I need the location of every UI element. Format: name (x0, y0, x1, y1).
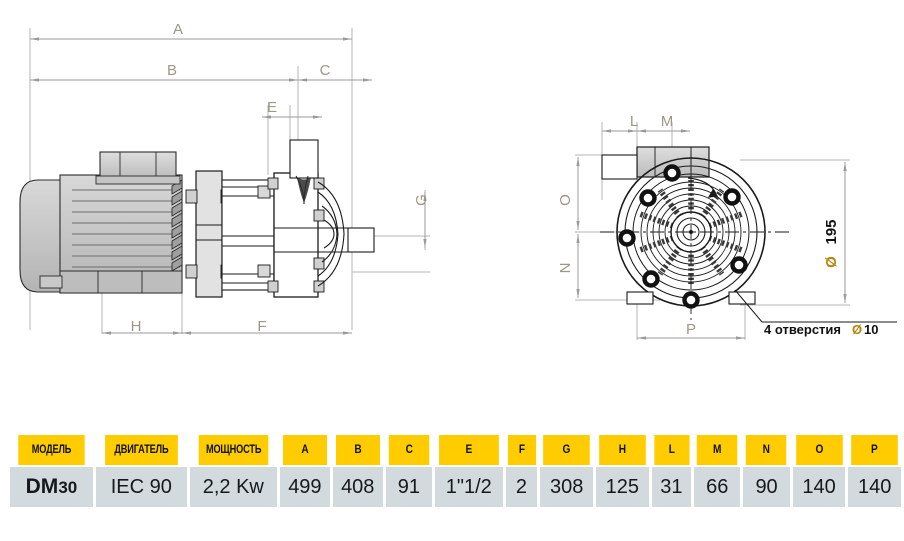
hole-diameter-symbol-icon: Ø (852, 322, 862, 337)
dimension-G: F (182, 318, 352, 335)
diameter-symbol-icon: Ø (823, 256, 840, 268)
dim-label-E: E (267, 99, 277, 116)
rod-nuts (257, 185, 271, 278)
impeller-vanes (639, 180, 743, 284)
cell-dim-c: 91 (385, 467, 432, 507)
bolt-holes (618, 164, 748, 309)
header-dim-a: A (282, 435, 327, 465)
cell-dim-m: 66 (694, 467, 741, 507)
drawing-canvas: A B C E G H F (19, 21, 897, 340)
cell-dim-h: 125 (595, 467, 649, 507)
dim-label-M: M (661, 113, 674, 130)
cell-model-suffix: 30 (58, 478, 78, 497)
pump-head (267, 139, 325, 298)
cell-motor: IEC 90 (95, 467, 187, 507)
cell-model: DM30 (10, 467, 93, 507)
dimension-F: G (413, 192, 430, 248)
motor-body (19, 151, 183, 294)
header-dim-f: F (507, 435, 536, 465)
header-dim-b: B (335, 435, 380, 465)
header-dim-h: H (599, 435, 646, 465)
dim-label-L: L (630, 113, 638, 130)
stage-barrel (221, 179, 275, 291)
rotation-arrow-icon (687, 177, 719, 198)
head-bolts (267, 177, 325, 293)
cell-power: 2,2 Kw (189, 467, 277, 507)
front-view-group: L M O N P 195 Ø (557, 113, 897, 340)
hole-diameter-value: 10 (864, 322, 878, 337)
dimension-P: P (637, 321, 745, 340)
dim-label-A: A (173, 21, 183, 38)
terminal-box (99, 151, 177, 179)
front-side-port (601, 154, 638, 180)
cell-dim-p: 140 (848, 467, 901, 507)
header-dim-n: N (746, 435, 787, 465)
dimension-B: B (30, 62, 298, 82)
front-terminal-box (601, 146, 710, 180)
hole-note-label: 4 отверстия (764, 322, 841, 337)
header-power: МОЩНОСТЬ (198, 435, 269, 465)
cell-dim-n: 90 (743, 467, 790, 507)
cell-dim-a: 499 (279, 467, 330, 507)
dimension-C: C (298, 62, 372, 82)
dim-label-H: H (131, 318, 142, 335)
suction-cap (317, 181, 375, 287)
header-dim-e: E (439, 435, 499, 465)
header-dim-l: L (653, 435, 689, 465)
cell-dim-e: 1"1/2 (435, 467, 503, 507)
header-dim-m: M (696, 435, 738, 465)
cell-model-prefix: DM (25, 475, 59, 498)
diameter-195-label: 195 (823, 219, 840, 244)
dim-label-F: G (413, 194, 430, 206)
dimension-E: E (262, 99, 322, 119)
dim-label-C: C (320, 62, 331, 79)
header-dim-p: P (851, 435, 898, 465)
header-dim-g: G (543, 435, 590, 465)
cell-dim-b: 408 (332, 467, 383, 507)
dimension-O: O (557, 157, 580, 230)
dim-label-O: O (557, 194, 574, 206)
cell-dim-o: 140 (792, 467, 846, 507)
dim-label-P: P (686, 321, 696, 338)
dimension-diameter-195: 195 Ø (823, 162, 847, 303)
dim-label-B: B (167, 62, 177, 79)
header-dim-c: C (388, 435, 430, 465)
side-view-group: A B C E G H F (19, 21, 430, 335)
cooling-fins (72, 189, 180, 268)
dimension-M: M (637, 113, 690, 133)
header-model: МОДЕЛЬ (18, 435, 85, 465)
technical-drawing: A B C E G H F (19, 21, 897, 340)
suction-port (347, 227, 375, 253)
cell-dim-f: 2 (505, 467, 538, 507)
specification-table-wrapper: МОДЕЛЬ ДВИГАТЕЛЬ МОЩНОСТЬ A B C E F G H … (0, 425, 904, 541)
cell-dim-l: 31 (651, 467, 692, 507)
header-dim-o: O (795, 435, 843, 465)
dimension-H: H (102, 318, 182, 335)
header-motor: ДВИГАТЕЛЬ (104, 435, 178, 465)
table-header-row: МОДЕЛЬ ДВИГАТЕЛЬ МОЩНОСТЬ A B C E F G H … (10, 435, 901, 465)
dimension-A: A (30, 21, 352, 41)
dim-label-N: N (557, 263, 574, 274)
table-row: DM30 IEC 90 2,2 Kw 499 408 91 1"1/2 2 30… (10, 467, 901, 507)
dim-label-G: F (257, 318, 266, 335)
dimension-L: L (602, 113, 638, 133)
hole-note-leader: 4 отверстия Ø 10 (734, 289, 897, 337)
specification-table: МОДЕЛЬ ДВИГАТЕЛЬ МОЩНОСТЬ A B C E F G H … (7, 433, 904, 509)
cell-dim-g: 308 (540, 467, 593, 507)
dimension-N: N (557, 234, 580, 298)
discharge-port (289, 139, 319, 179)
